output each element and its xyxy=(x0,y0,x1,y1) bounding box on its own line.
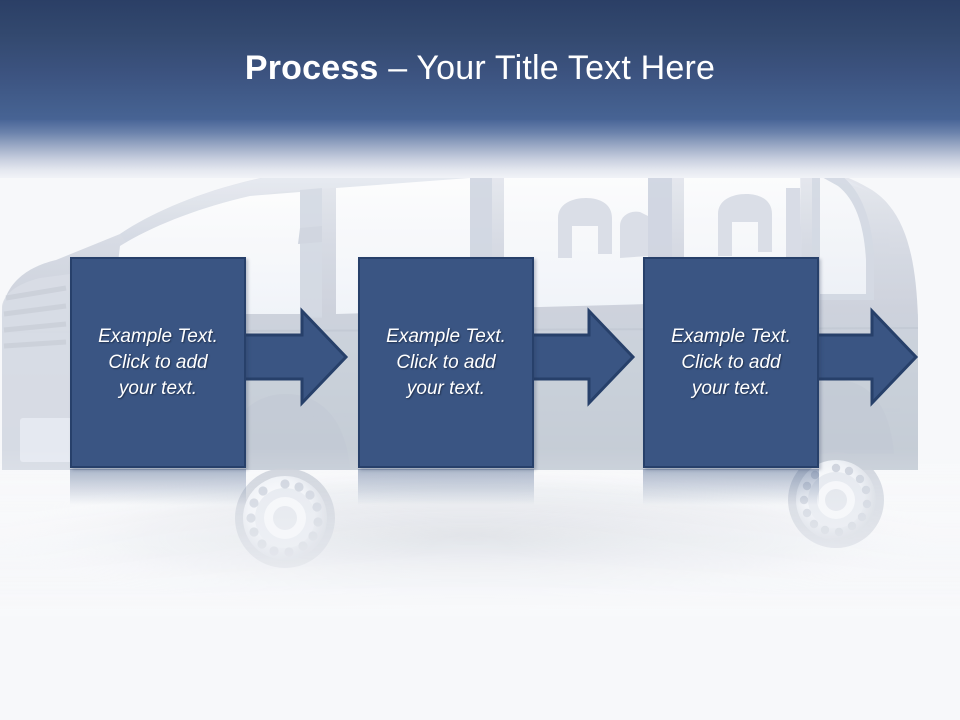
step-1-text[interactable]: Example Text. Click to add your text. xyxy=(98,325,218,399)
title-bar-fade xyxy=(0,120,960,178)
process-step-1[interactable]: Example Text. Click to add your text. xyxy=(70,257,246,468)
process-step-3[interactable]: Example Text. Click to add your text. xyxy=(643,257,819,468)
page-title-bold: Process xyxy=(244,49,379,87)
page-title-dash: – xyxy=(378,49,417,87)
step-3-text[interactable]: Example Text. Click to add your text. xyxy=(671,325,791,399)
process-step-2[interactable]: Example Text. Click to add your text. xyxy=(358,257,534,468)
page-title-rest: Your Title Text Here xyxy=(416,49,716,87)
page-title: Process – Your Title Text Here xyxy=(0,46,960,90)
step-2-text[interactable]: Example Text. Click to add your text. xyxy=(386,325,506,399)
title-bar xyxy=(0,0,960,128)
